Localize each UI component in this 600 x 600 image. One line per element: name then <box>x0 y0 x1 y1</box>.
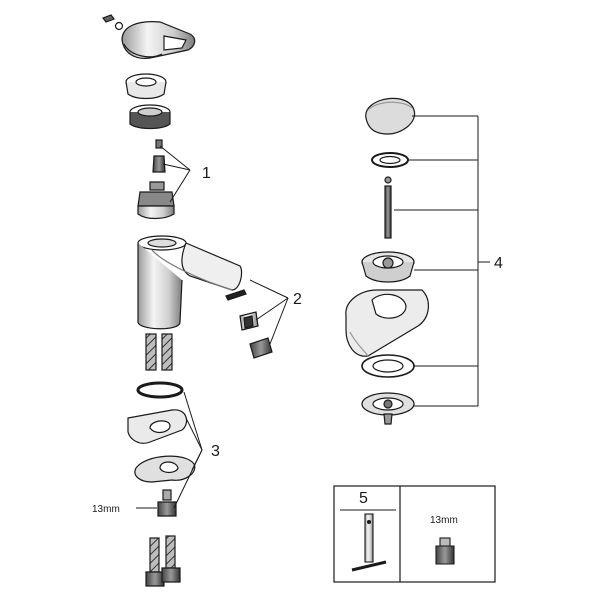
grub-screw-icon <box>102 14 124 31</box>
tool-box <box>333 485 496 583</box>
seal-ring-icon <box>371 152 409 168</box>
assembly-key-icon <box>351 513 387 572</box>
horseshoe-washer-icon <box>127 409 188 444</box>
cartridge-screws-icon <box>152 139 166 173</box>
cartridge-icon <box>137 181 175 220</box>
aerator-set-icon <box>225 289 273 359</box>
leader-lines-left <box>136 145 289 509</box>
callout-3: 3 <box>211 443 220 460</box>
faucet-assembly <box>102 14 289 587</box>
hose-ends-icon <box>145 535 181 587</box>
drain-body-icon <box>361 251 415 283</box>
cover-cap-icon <box>125 73 167 100</box>
size-label-box: 13mm <box>430 515 458 526</box>
supply-hoses-icon <box>145 333 173 371</box>
o-ring-icon <box>136 381 184 399</box>
callout-2: 2 <box>293 291 302 308</box>
strainer-icon <box>361 392 415 425</box>
callout-4: 4 <box>494 255 503 272</box>
hex-fitting-icon <box>157 489 177 517</box>
faucet-body-icon <box>137 235 243 330</box>
plug-cap-icon <box>365 97 416 135</box>
leader-lines-right <box>394 115 490 407</box>
basin-section-icon <box>345 289 429 357</box>
threaded-rod-icon <box>384 176 392 239</box>
threaded-nut-icon <box>129 104 171 130</box>
hex-adapter-icon <box>435 537 455 565</box>
waste-assembly <box>345 97 490 425</box>
callout-5: 5 <box>359 490 368 507</box>
size-label-left: 13mm <box>92 504 120 515</box>
callout-1: 1 <box>202 165 211 182</box>
lever-handle-icon <box>121 21 196 59</box>
horseshoe-plate-icon <box>134 455 196 483</box>
drain-flange-icon <box>361 354 415 378</box>
